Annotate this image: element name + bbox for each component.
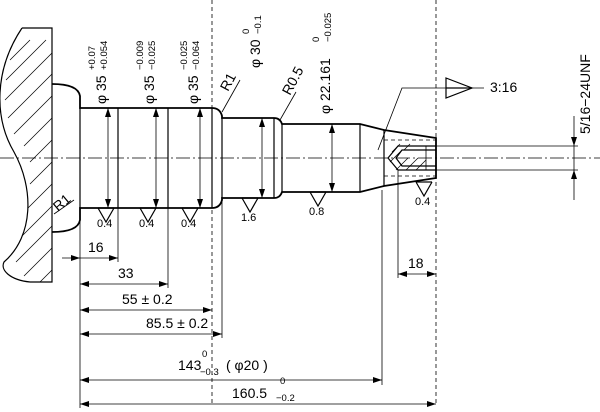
radius-r1-top: R1 bbox=[217, 70, 241, 113]
diameter-label-4: φ 30 0 −0.1 bbox=[241, 15, 264, 68]
svg-text:18: 18 bbox=[408, 255, 424, 271]
svg-text:33: 33 bbox=[118, 265, 134, 281]
roughness-symbol-5: 0.8 bbox=[309, 191, 327, 218]
svg-text:−0.025: −0.025 bbox=[323, 13, 334, 42]
roughness-symbol-1: 0.4 bbox=[97, 207, 115, 230]
svg-text:−0.2: −0.2 bbox=[276, 393, 295, 404]
diameter-label-1: φ 35 +0.07 +0.054 bbox=[87, 41, 110, 104]
svg-text:5/16−24UNF: 5/16−24UNF bbox=[577, 54, 593, 134]
length-dim-160: 160.5 0 −0.2 bbox=[80, 376, 436, 407]
svg-text:φ 35: φ 35 bbox=[93, 75, 109, 104]
length-dim-143: 143 0 −0.3 ( φ20 ) bbox=[80, 349, 382, 383]
svg-text:( φ20 ): ( φ20 ) bbox=[226, 357, 268, 373]
svg-text:+0.07: +0.07 bbox=[87, 46, 98, 70]
svg-text:φ 30: φ 30 bbox=[247, 39, 263, 68]
thread-dimension: 5/16−24UNF bbox=[436, 54, 593, 200]
svg-text:R1: R1 bbox=[50, 190, 74, 214]
svg-text:0.4: 0.4 bbox=[139, 218, 154, 230]
length-dim-85: 85.5 ± 0.2 bbox=[80, 315, 222, 337]
svg-text:0: 0 bbox=[241, 29, 252, 34]
svg-text:−0.009: −0.009 bbox=[135, 41, 146, 70]
diameter-label-5: φ 22.161 0 −0.025 bbox=[311, 13, 334, 114]
svg-text:R1: R1 bbox=[217, 70, 240, 94]
svg-text:0.4: 0.4 bbox=[181, 218, 196, 230]
diameter-label-2: φ 35 −0.009 −0.025 bbox=[135, 41, 158, 104]
svg-text:−0.3: −0.3 bbox=[200, 367, 219, 378]
svg-text:143: 143 bbox=[178, 357, 202, 373]
svg-text:85.5 ± 0.2: 85.5 ± 0.2 bbox=[146, 315, 208, 331]
taper-callout: 3:16 bbox=[377, 77, 517, 151]
svg-text:0.8: 0.8 bbox=[309, 206, 324, 218]
svg-text:−0.025: −0.025 bbox=[147, 41, 158, 70]
svg-text:16: 16 bbox=[88, 239, 104, 255]
svg-text:+0.054: +0.054 bbox=[99, 41, 110, 70]
roughness-symbol-3: 0.4 bbox=[181, 207, 199, 230]
svg-text:R0.5: R0.5 bbox=[279, 64, 307, 98]
svg-text:φ 35: φ 35 bbox=[141, 75, 157, 104]
length-dim-33: 33 bbox=[80, 265, 168, 287]
svg-text:1.6: 1.6 bbox=[241, 212, 256, 224]
threaded-hole bbox=[387, 143, 436, 171]
roughness-symbol-4: 1.6 bbox=[241, 197, 259, 224]
svg-text:−0.025: −0.025 bbox=[179, 41, 190, 70]
svg-text:55 ± 0.2: 55 ± 0.2 bbox=[122, 291, 173, 307]
roughness-symbol-6: 0.4 bbox=[415, 181, 433, 208]
svg-text:3:16: 3:16 bbox=[490, 79, 517, 95]
svg-text:−0.064: −0.064 bbox=[191, 41, 202, 70]
length-dim-18: 18 bbox=[398, 255, 436, 277]
length-dim-55: 55 ± 0.2 bbox=[80, 291, 212, 313]
svg-text:0.4: 0.4 bbox=[97, 218, 112, 230]
svg-text:φ 22.161: φ 22.161 bbox=[317, 58, 333, 114]
svg-text:0.4: 0.4 bbox=[415, 196, 430, 208]
roughness-symbol-2: 0.4 bbox=[139, 207, 157, 230]
svg-text:−0.1: −0.1 bbox=[253, 15, 264, 34]
extension-lines bbox=[79, 170, 399, 408]
flange-section bbox=[0, 27, 53, 283]
length-dim-16: 16 bbox=[62, 239, 118, 261]
radius-r1-bottom: R1 bbox=[50, 190, 75, 215]
svg-text:0: 0 bbox=[202, 349, 207, 360]
svg-text:φ 35: φ 35 bbox=[185, 75, 201, 104]
diameter-label-3: φ 35 −0.025 −0.064 bbox=[179, 41, 202, 104]
svg-text:0: 0 bbox=[311, 37, 322, 42]
svg-text:160.5: 160.5 bbox=[232, 385, 267, 401]
radius-r05: R0.5 bbox=[279, 64, 307, 121]
diameter-dim-lines bbox=[105, 108, 335, 208]
svg-text:0: 0 bbox=[280, 376, 285, 387]
